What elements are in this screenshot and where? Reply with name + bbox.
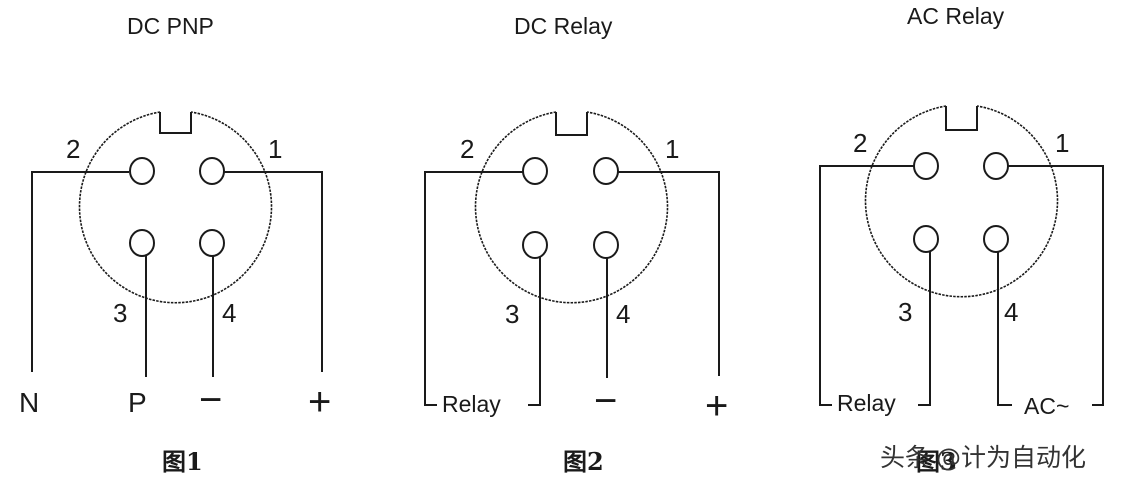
terminal-n: N (19, 387, 39, 418)
connector-key-notch (945, 106, 978, 131)
pin-1 (593, 157, 619, 185)
terminal-plus: + (705, 384, 728, 428)
terminal-minus: − (594, 379, 617, 423)
pin-label-4: 4 (616, 299, 630, 329)
diagram-title: AC Relay (907, 3, 1005, 29)
pin-label-1: 1 (665, 134, 679, 164)
pin-1 (983, 152, 1009, 180)
connector-key-notch (555, 112, 588, 136)
pin-label-3: 3 (113, 298, 127, 328)
connector-body (864, 105, 1059, 298)
wire-pin-3 (918, 250, 931, 406)
diagram-dc-relay: DC Relay 2 1 3 4 Relay − + 图2 (424, 13, 728, 476)
terminal-p: P (128, 387, 147, 418)
figure-caption: 图1 (162, 447, 203, 476)
pin-label-4: 4 (1004, 297, 1018, 327)
connector-body (474, 111, 669, 304)
pin-2 (522, 157, 548, 185)
wire-pin-1 (1006, 165, 1104, 406)
wire-pin-1 (222, 171, 323, 372)
wire-pin-2 (31, 171, 129, 372)
wire-pin-1 (616, 171, 720, 376)
pin-4 (983, 225, 1009, 253)
terminal-plus: + (308, 380, 331, 424)
pin-label-2: 2 (460, 134, 474, 164)
pin-label-2: 2 (853, 128, 867, 158)
watermark-handle: @计为自动化 (936, 443, 1086, 472)
relay-label: Relay (837, 390, 896, 416)
pin-4 (199, 229, 225, 257)
pin-label-3: 3 (505, 299, 519, 329)
figure-caption: 图3 (916, 447, 957, 476)
diagram-dc-pnp: DC PNP 2 1 3 4 N P − + 图1 (19, 13, 331, 476)
pin-label-1: 1 (1055, 128, 1069, 158)
diagram-title: DC Relay (514, 13, 613, 39)
pin-3 (522, 231, 548, 259)
wire-pin-3 (528, 254, 541, 406)
pin-label-1: 1 (268, 134, 282, 164)
figure-caption: 图2 (563, 447, 604, 476)
ac-label: AC~ (1024, 393, 1069, 419)
diagram-ac-relay: AC Relay 2 1 3 4 Relay AC~ 图3 (819, 3, 1104, 476)
wire-pin-2 (819, 165, 914, 406)
pin-3 (913, 225, 939, 253)
relay-label: Relay (442, 391, 501, 417)
wire-pin-4 (997, 250, 1012, 406)
diagram-title: DC PNP (127, 13, 214, 39)
watermark: 头条 @计为自动化 (880, 443, 1086, 472)
connector-key-notch (159, 112, 192, 134)
pin-1 (199, 157, 225, 185)
pin-4 (593, 231, 619, 259)
pin-2 (913, 152, 939, 180)
wire-pin-2 (424, 171, 523, 406)
terminal-minus: − (199, 378, 222, 422)
pin-label-2: 2 (66, 134, 80, 164)
connector-body (78, 111, 273, 304)
pin-2 (129, 157, 155, 185)
watermark-platform: 头条 (880, 443, 930, 472)
pin-label-3: 3 (898, 297, 912, 327)
pin-label-4: 4 (222, 298, 236, 328)
pin-3 (129, 229, 155, 257)
